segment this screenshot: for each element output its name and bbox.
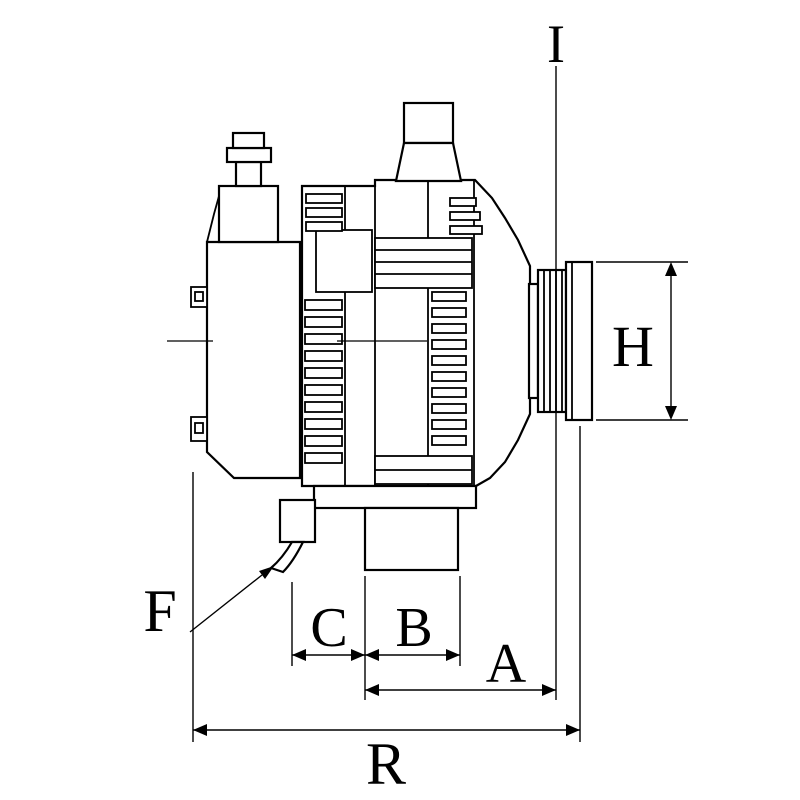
dimension-H: H bbox=[596, 261, 688, 421]
front-upper-fins bbox=[449, 197, 483, 235]
dimension-label-I: I bbox=[547, 14, 565, 74]
extension-lines bbox=[192, 426, 581, 742]
dimension-label-R: R bbox=[366, 731, 406, 797]
pulley bbox=[527, 260, 594, 422]
dimension-C: C bbox=[292, 597, 460, 661]
bottom-left-lug bbox=[268, 498, 317, 574]
dimension-label-C: C bbox=[310, 597, 347, 659]
dimension-label-F: F bbox=[143, 578, 176, 644]
bent-strap bbox=[268, 540, 305, 574]
rear-upper-fins bbox=[305, 193, 343, 232]
dimension-F: F bbox=[143, 566, 274, 644]
cover-tab-upper bbox=[190, 286, 208, 308]
dimension-label-H: H bbox=[612, 314, 654, 379]
pulley-hub-step bbox=[527, 282, 540, 400]
stator-winding-top bbox=[374, 237, 473, 289]
cover-tab-lower bbox=[190, 416, 208, 442]
mounting-foot bbox=[363, 506, 460, 572]
rear-cover bbox=[190, 131, 302, 480]
stator-winding-bottom bbox=[374, 455, 473, 485]
terminal-stud bbox=[217, 131, 280, 244]
dimension-B: B bbox=[365, 597, 460, 661]
dimension-I: I bbox=[547, 14, 565, 700]
dimension-A: A bbox=[365, 633, 556, 696]
top-mounting-ear bbox=[394, 101, 463, 183]
dimension-label-A: A bbox=[486, 633, 527, 695]
pulley-outer-disc bbox=[564, 260, 594, 422]
dimension-annotations: I H F C bbox=[143, 14, 688, 797]
bottom-flange bbox=[312, 484, 478, 510]
front-vent-slots bbox=[431, 291, 467, 446]
dimension-label-B: B bbox=[395, 597, 432, 659]
bearing-boss bbox=[315, 229, 373, 293]
alternator-body bbox=[167, 101, 594, 574]
rear-vent-slots bbox=[304, 299, 343, 464]
dimension-R: R bbox=[193, 724, 580, 797]
